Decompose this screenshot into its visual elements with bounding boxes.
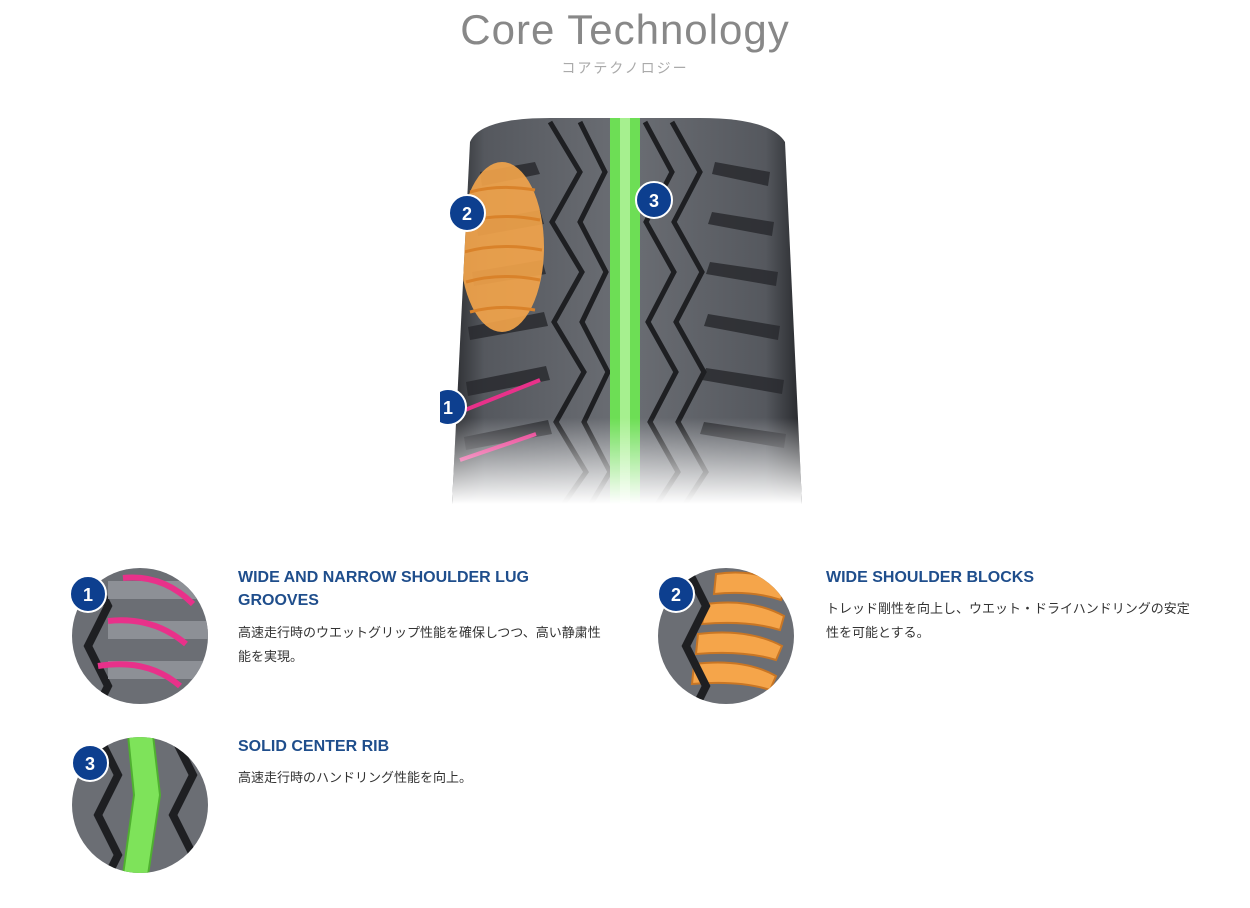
marker-3-badge: 3	[635, 181, 673, 219]
lug-groove-thumbnail: 1	[69, 568, 208, 704]
marker-3-label: 3	[649, 191, 659, 211]
feature-1-title: WIDE AND NARROW SHOULDER LUG GROOVES	[238, 569, 529, 609]
feature-item-2: 2 WIDE SHOULDER BLOCKS トレッド剛性を向上し、ウエット・ド…	[656, 566, 1216, 711]
feature-item-1: 1 WIDE AND NARROW SHOULDER LUG GROOVES 高…	[68, 566, 628, 711]
page-subtitle: コアテクノロジー	[561, 61, 689, 77]
marker-2-badge: 2	[448, 194, 486, 232]
feature-3-description: 高速走行時のハンドリング性能を向上。	[238, 771, 473, 786]
feature-3-title: SOLID CENTER RIB	[238, 738, 390, 755]
feature-item-3: 3 SOLID CENTER RIB 高速走行時のハンドリング性能を向上。	[68, 735, 628, 880]
marker-1-label: 1	[443, 398, 453, 418]
feature-2-number: 2	[671, 585, 681, 605]
shoulder-block-thumbnail: 2	[657, 568, 794, 704]
feature-3-number: 3	[85, 754, 95, 774]
feature-1-description: 高速走行時のウエットグリップ性能を確保しつつ、高い静粛性能を実現。	[238, 626, 601, 665]
marker-1-badge: 1	[429, 388, 467, 426]
page-title: Core Technology	[460, 6, 790, 53]
marker-2-label: 2	[462, 204, 472, 224]
feature-2-description: トレッド剛性を向上し、ウエット・ドライハンドリングの安定性を可能とする。	[826, 602, 1190, 641]
feature-1-number: 1	[83, 585, 93, 605]
center-rib-thumbnail: 3	[71, 737, 208, 873]
tire-tread-illustration: 2 3 1	[429, 112, 810, 504]
feature-2-title: WIDE SHOULDER BLOCKS	[826, 569, 1034, 586]
